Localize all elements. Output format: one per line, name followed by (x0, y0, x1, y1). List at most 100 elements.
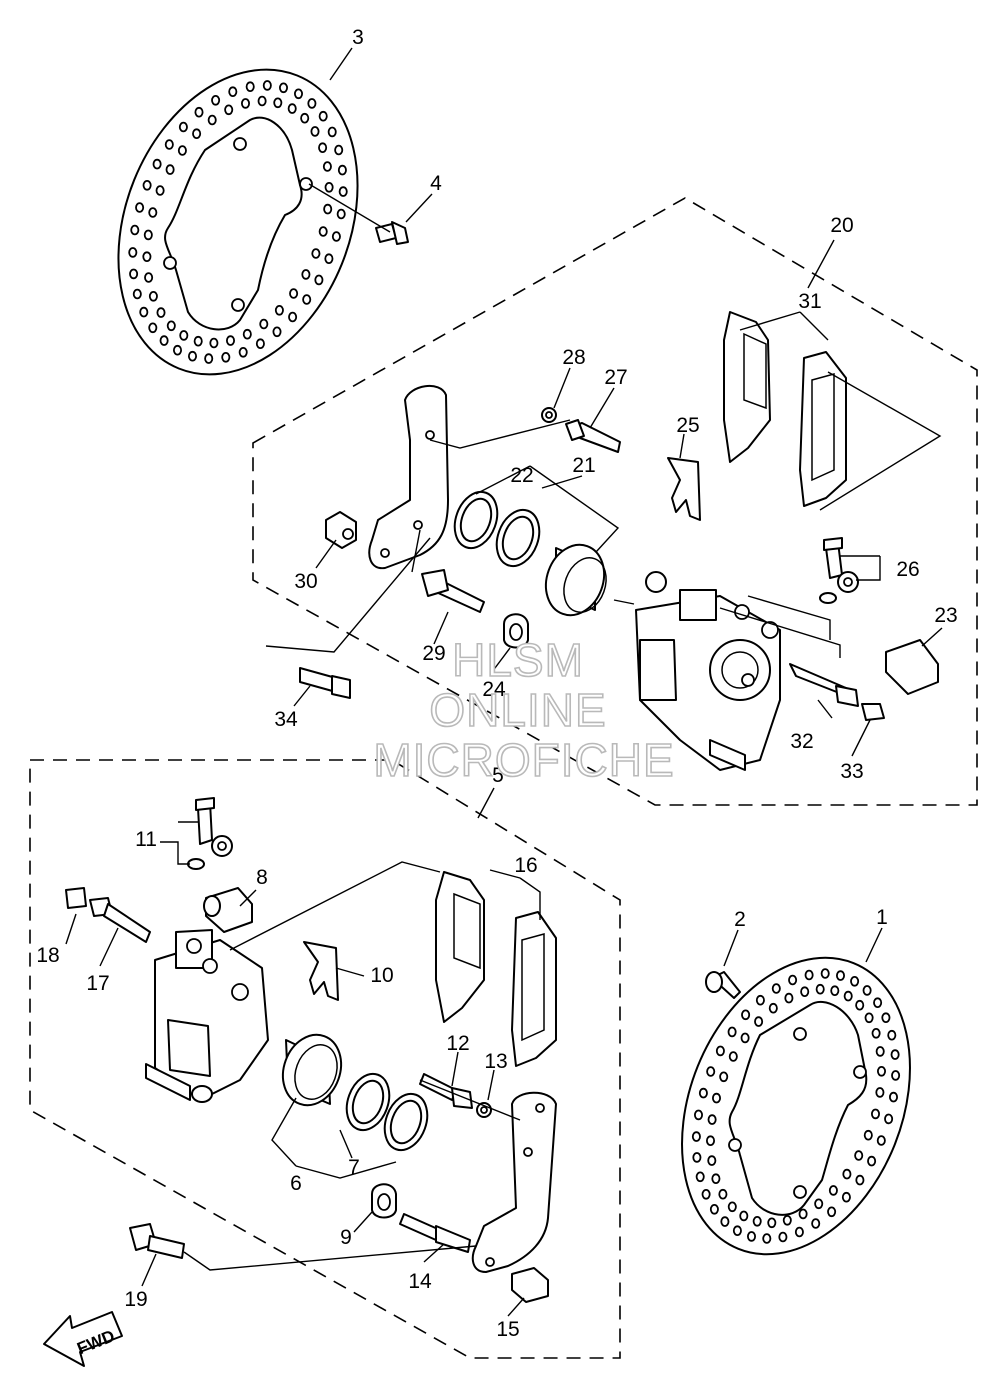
vent-hole (301, 269, 311, 280)
callout-11: 11 (135, 828, 157, 851)
callout-7: 7 (348, 1156, 360, 1179)
vent-hole (867, 1155, 877, 1167)
vent-hole (324, 253, 334, 265)
vent-hole (287, 103, 297, 114)
vent-hole (300, 112, 310, 124)
vent-hole (334, 144, 344, 156)
vent-hole (318, 226, 328, 237)
vent-hole (324, 182, 334, 193)
vent-hole (876, 1135, 886, 1146)
vent-hole (128, 247, 138, 258)
disc-bolt-lower (705, 971, 741, 999)
vent-hole (890, 1049, 900, 1060)
disc-upper-vent-holes (128, 80, 348, 364)
vent-hole (129, 268, 139, 280)
vent-hole (238, 346, 248, 358)
vent-hole (884, 1113, 894, 1125)
vent-hole (706, 1066, 716, 1077)
vent-hole (718, 1188, 728, 1200)
vent-hole (755, 994, 765, 1006)
boot-24 (503, 613, 529, 649)
callout-4: 4 (430, 172, 442, 195)
callout-6: 6 (290, 1172, 302, 1195)
vent-hole (132, 288, 142, 300)
vent-hole (156, 307, 166, 318)
callout-9: 9 (340, 1226, 352, 1249)
vent-hole (850, 975, 860, 987)
callout-29: 29 (422, 642, 445, 665)
vent-hole (854, 1150, 864, 1161)
pin-29 (421, 569, 485, 613)
vent-hole (811, 1218, 821, 1229)
vent-hole (209, 337, 219, 349)
boot-18 (65, 887, 87, 909)
vent-hole (707, 1155, 717, 1166)
callout-12: 12 (446, 1032, 469, 1055)
bleed-screw-26 (819, 537, 859, 604)
vent-hole (732, 1225, 742, 1236)
vent-hole (187, 350, 197, 362)
vent-hole (855, 1174, 865, 1186)
vent-hole (830, 985, 840, 996)
vent-hole (177, 145, 187, 156)
callout-5: 5 (492, 764, 504, 787)
vent-hole (843, 990, 853, 1002)
vent-hole (242, 328, 252, 340)
plug-8 (203, 887, 253, 933)
callout-15: 15 (496, 1318, 519, 1341)
callout-24: 24 (482, 678, 506, 701)
vent-hole (130, 224, 140, 236)
callout-31: 31 (798, 290, 821, 313)
vent-hole (740, 1032, 750, 1044)
brake-disc-upper (117, 68, 359, 376)
vent-hole (711, 1173, 721, 1184)
boot-9 (371, 1183, 397, 1219)
callout-8: 8 (256, 866, 268, 889)
vent-hole (273, 97, 283, 109)
vent-hole (691, 1131, 701, 1142)
callout-27: 27 (604, 366, 627, 389)
piston-21 (544, 543, 607, 617)
vent-hole (302, 294, 312, 305)
vent-hole (828, 1185, 838, 1196)
vent-hole (193, 335, 203, 347)
washer-28 (541, 407, 557, 423)
callout-2: 2 (734, 908, 746, 931)
vent-hole (314, 274, 324, 286)
vent-hole (842, 1168, 852, 1180)
vent-hole (889, 1091, 899, 1103)
vent-hole (698, 1087, 708, 1099)
vent-hole (164, 139, 174, 150)
vent-hole (211, 95, 221, 106)
callout-23: 23 (934, 604, 957, 627)
watermark-line-2: ONLINE (429, 684, 606, 736)
vent-hole (747, 1231, 757, 1242)
vent-hole (152, 158, 162, 170)
vent-hole (701, 1189, 711, 1200)
vent-hole (155, 185, 165, 196)
callout-30: 30 (294, 570, 317, 593)
nut-30 (325, 511, 357, 549)
callout-numbers: 1234567891011121314151617181920212223242… (36, 26, 957, 1341)
vent-hole (728, 1051, 738, 1062)
vent-hole (877, 1066, 887, 1077)
vent-hole (194, 106, 204, 118)
vent-hole (836, 970, 846, 981)
vent-hole (706, 1135, 716, 1146)
callout-32: 32 (790, 730, 813, 753)
vent-hole (887, 1029, 897, 1041)
vent-hole (225, 335, 235, 346)
vent-hole (337, 164, 347, 176)
callout-14: 14 (408, 1270, 432, 1293)
vent-hole (204, 353, 214, 364)
vent-hole (692, 1152, 702, 1163)
vent-hole (240, 98, 250, 109)
vent-hole (228, 86, 238, 97)
pad-spring-25 (667, 457, 701, 521)
vent-hole (323, 203, 333, 215)
piston-6 (281, 1033, 343, 1107)
vent-hole (719, 1071, 729, 1083)
slide-pin-17 (89, 897, 151, 943)
vent-hole (259, 318, 269, 330)
